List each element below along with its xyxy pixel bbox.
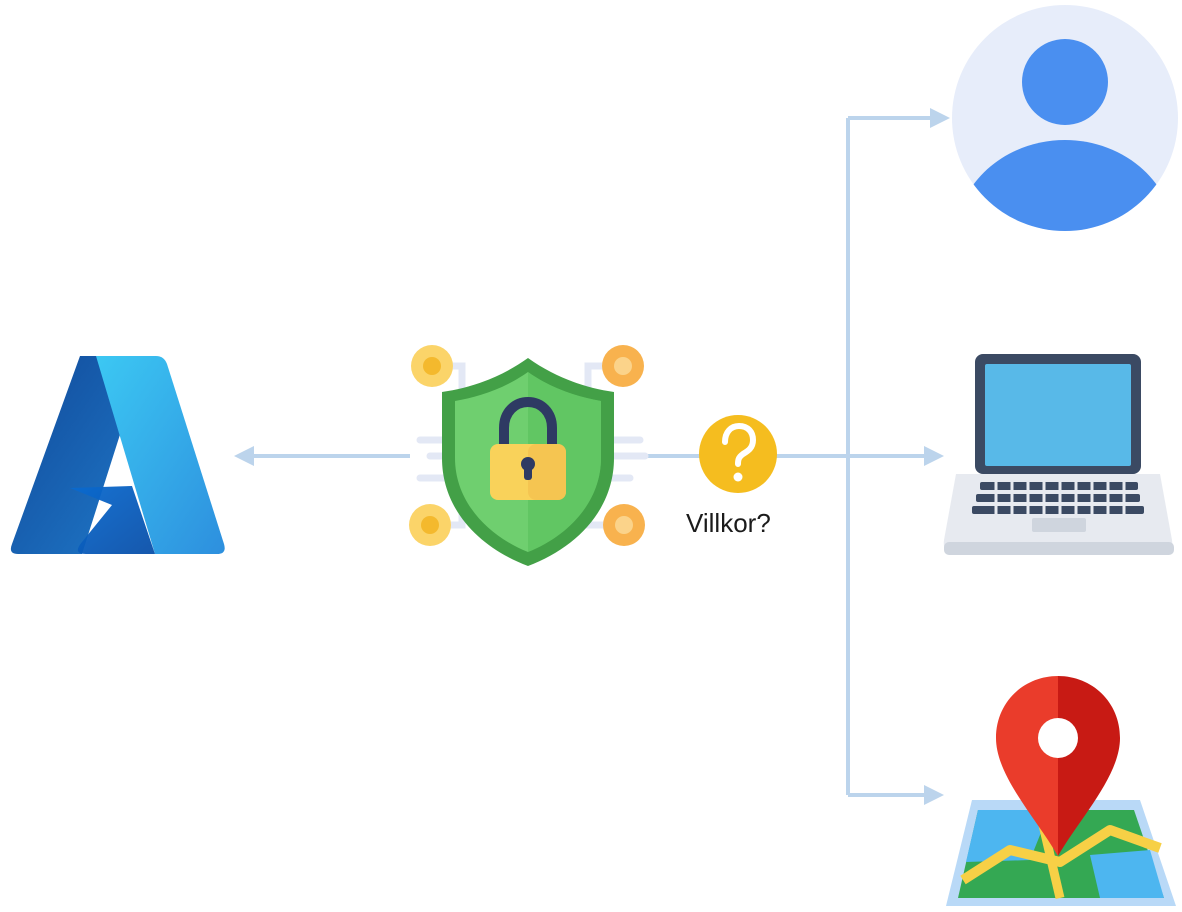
condition-label: Villkor? [686, 508, 771, 538]
azure-logo-icon [10, 356, 225, 554]
question-mark-icon [699, 415, 777, 493]
arrowhead-to-azure [234, 446, 254, 466]
connectors [250, 116, 930, 797]
arrowhead-to-user [930, 108, 950, 128]
laptop-icon [943, 354, 1174, 555]
arrowheads [234, 108, 950, 805]
user-avatar-icon [952, 5, 1178, 231]
map-location-pin-icon [946, 676, 1176, 906]
arrowhead-to-location [924, 785, 944, 805]
arrowhead-to-device [924, 446, 944, 466]
security-shield-lock-icon [409, 345, 649, 566]
